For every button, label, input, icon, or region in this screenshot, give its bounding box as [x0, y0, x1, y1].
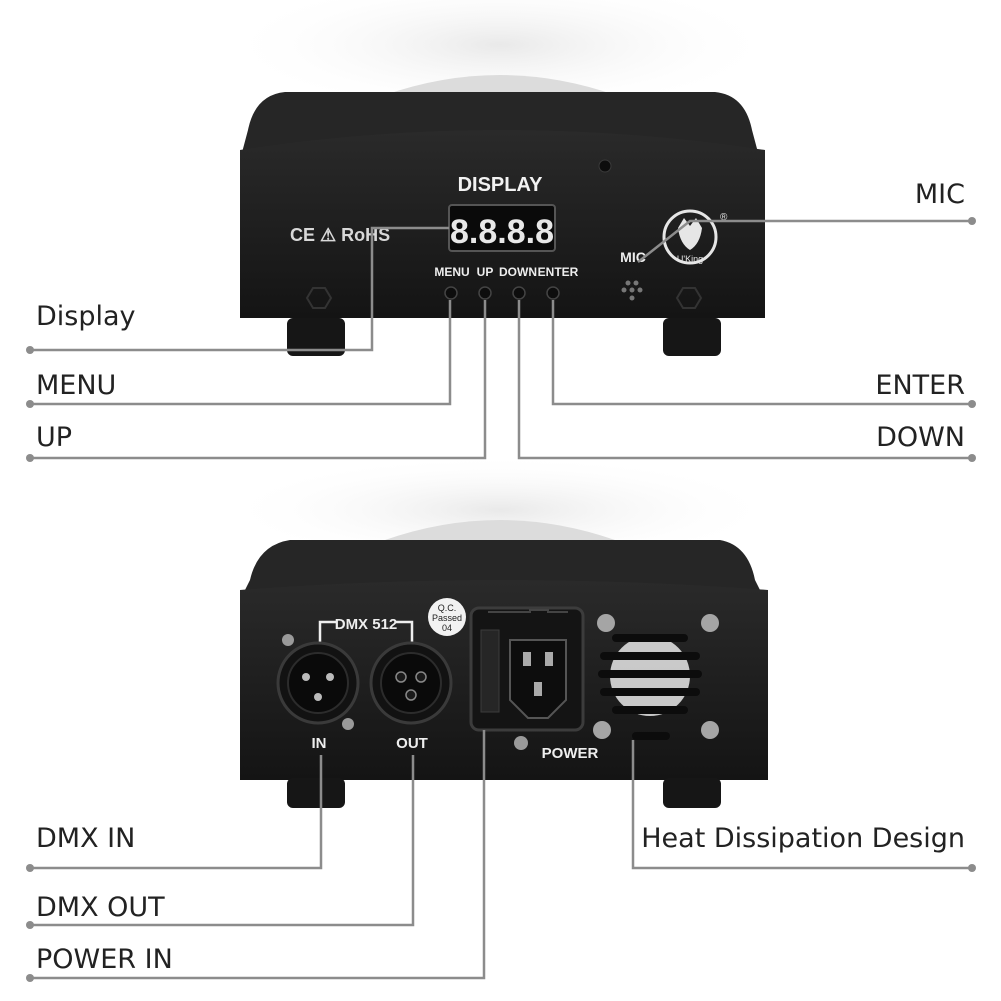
- leader-power-in: [30, 730, 486, 980]
- screw-icon: [593, 721, 611, 739]
- leader-mic: [637, 219, 972, 263]
- callout-dmx-out: DMX OUT: [36, 892, 165, 923]
- top-hole: [598, 159, 612, 173]
- brand-logo-icon: [662, 209, 718, 265]
- callout-menu: MENU: [36, 370, 117, 401]
- button-label-down: DOWN: [499, 265, 537, 279]
- dmx-out-connector[interactable]: [369, 641, 453, 725]
- leader-display: [30, 226, 449, 352]
- screw-icon: [701, 614, 719, 632]
- bottom-device: DMX 512 Q.C. Passed 04 IN OUT: [220, 455, 780, 808]
- leader-up: [30, 300, 487, 460]
- panel-title-display: DISPLAY: [458, 174, 544, 196]
- dmx-label: DMX 512: [335, 616, 398, 633]
- screw-icon: [675, 287, 703, 309]
- callout-down: DOWN: [876, 422, 965, 453]
- bottom-foot-left: [287, 778, 345, 808]
- mic-label: MIC: [620, 249, 646, 265]
- power-inlet[interactable]: [469, 606, 585, 732]
- qc-sticker-line-1: Q.C.: [438, 603, 457, 613]
- screw-icon: [342, 718, 354, 730]
- callout-dmx-in: DMX IN: [36, 823, 136, 854]
- leader-lines: [30, 219, 972, 980]
- screw-icon: [597, 614, 615, 632]
- leader-endpoints: [26, 217, 976, 982]
- bottom-foot-right: [663, 778, 721, 808]
- fan-grille: [598, 634, 702, 740]
- enter-button[interactable]: [546, 286, 560, 300]
- callout-heat-dissipation: Heat Dissipation Design: [641, 823, 965, 854]
- qc-sticker-line-3: 04: [442, 623, 452, 633]
- button-label-up: UP: [477, 265, 494, 279]
- qc-sticker-line-2: Passed: [432, 613, 462, 623]
- led-readout: 8.8.8.8: [450, 213, 554, 251]
- down-button[interactable]: [512, 286, 526, 300]
- top-foot-right: [663, 318, 721, 356]
- button-label-menu: MENU: [434, 265, 469, 279]
- dmx-in-connector[interactable]: [276, 641, 360, 725]
- screw-icon: [305, 287, 333, 309]
- dmx-bracket: [318, 620, 414, 642]
- screw-icon: [701, 721, 719, 739]
- mic-grille-icon: [621, 280, 643, 301]
- port-label-out: OUT: [396, 735, 428, 752]
- qc-sticker: [428, 598, 466, 636]
- leader-menu: [30, 300, 452, 406]
- port-label-in: IN: [312, 735, 327, 752]
- screw-icon: [282, 634, 294, 646]
- leader-dmx-out: [30, 755, 415, 927]
- callout-display: Display: [36, 301, 136, 332]
- power-label: POWER: [542, 745, 599, 762]
- callout-up: UP: [36, 422, 73, 453]
- up-button[interactable]: [478, 286, 492, 300]
- callout-mic: MIC: [914, 179, 965, 210]
- moving-head-blur: [220, 455, 780, 565]
- button-label-enter: ENTER: [538, 265, 579, 279]
- top-foot-left: [287, 318, 345, 356]
- certification-marks: CE ⚠ RoHS: [290, 225, 390, 245]
- menu-button[interactable]: [444, 286, 458, 300]
- leader-enter: [551, 300, 972, 406]
- callout-power-in: POWER IN: [36, 944, 173, 975]
- registered-mark: ®: [720, 212, 728, 223]
- fuse-holder[interactable]: [480, 629, 500, 713]
- leader-down: [517, 300, 972, 460]
- top-device: DISPLAY CE ⚠ RoHS 8.8.8.8 MENU UP DOWN E…: [220, 0, 780, 356]
- moving-head-blur: [220, 0, 780, 115]
- brand-name: U'King: [677, 254, 703, 264]
- screw-icon: [514, 736, 528, 750]
- callout-enter: ENTER: [875, 370, 965, 401]
- leader-heat: [631, 740, 972, 870]
- leader-dmx-in: [30, 755, 323, 870]
